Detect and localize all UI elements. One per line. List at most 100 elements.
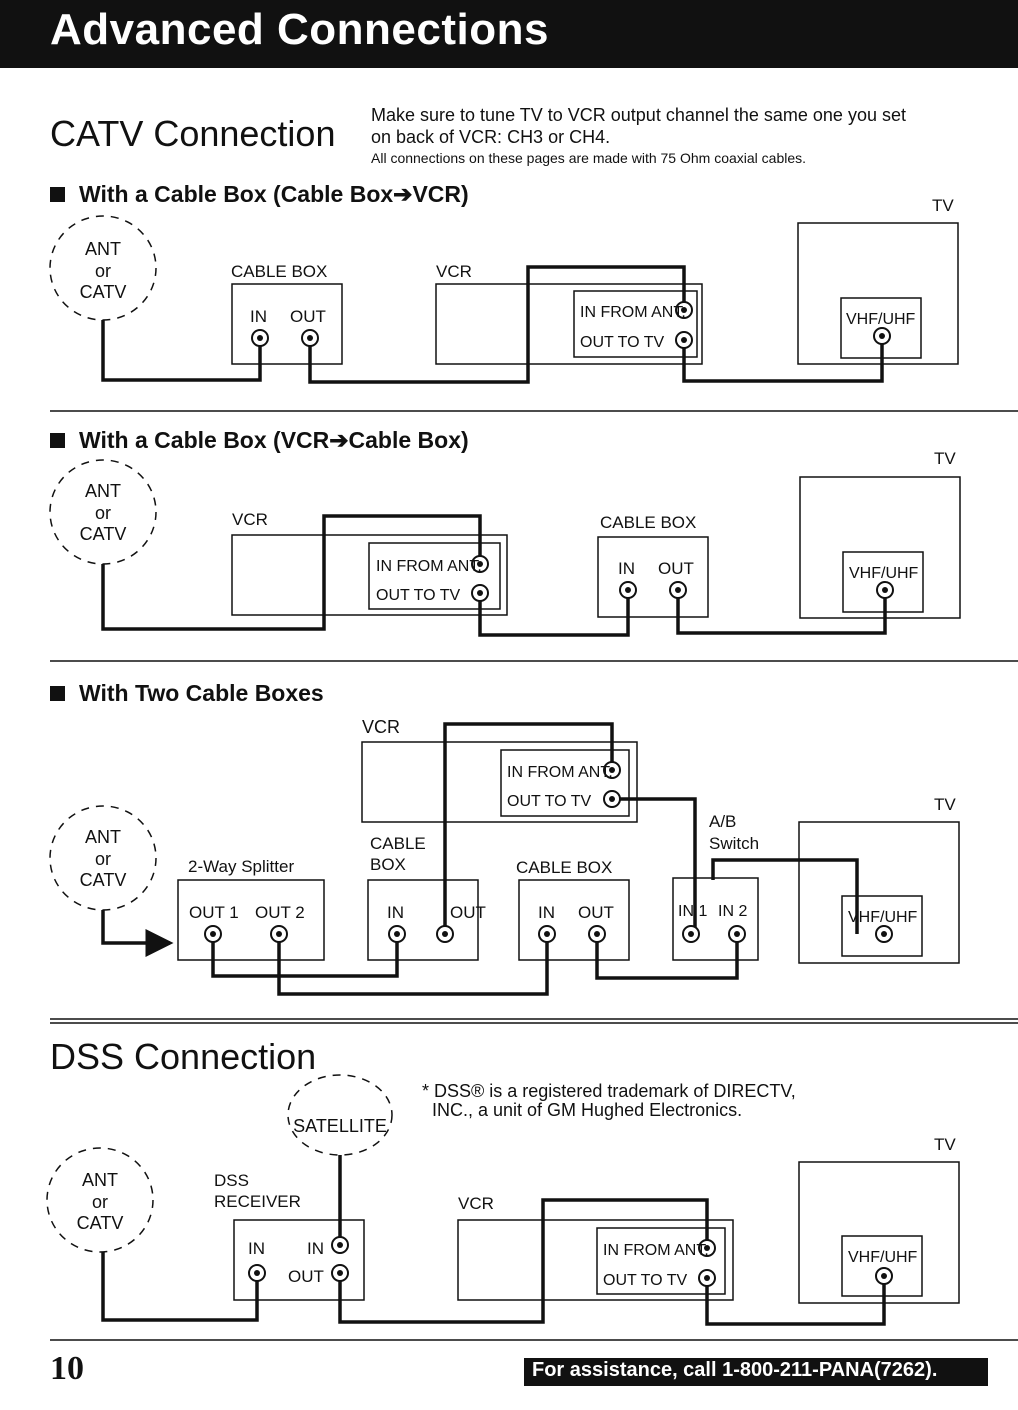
two-way-splitter: [177, 879, 325, 961]
vcr-jack-panel: [573, 290, 698, 358]
out1-label: OUT 1: [189, 903, 239, 922]
cable-ant-to-splitter: [101, 910, 174, 957]
section-vcr-to-cablebox-label: With a Cable Box (VCR➔Cable Box): [79, 427, 469, 453]
in-label: IN: [618, 559, 635, 578]
vhf-uhf-label: VHF/UHF: [849, 565, 919, 582]
cable-cablebox-out-to-vcr-in: [308, 265, 686, 384]
box-label: BOX: [370, 855, 406, 874]
in-from-ant-label: IN FROM ANT.: [376, 558, 482, 575]
or-label: or: [95, 503, 111, 523]
out-label: OUT: [658, 559, 694, 578]
cable-cablebox-out-to-switch-in2: [595, 934, 739, 980]
ab-switch: [672, 877, 759, 961]
catv-note-line2: on back of VCR: CH3 or CH4.: [371, 127, 611, 147]
cable-cablebox-out-to-vcr-in: [443, 722, 614, 934]
in-from-ant-label: IN FROM ANT.: [603, 1242, 709, 1259]
tv-label: TV: [934, 795, 956, 814]
vcr-label: VCR: [362, 717, 400, 737]
or-label: or: [92, 1192, 108, 1212]
cable-splitter-out2-to-cablebox: [277, 934, 549, 996]
out-label: OUT: [450, 903, 486, 922]
vcr: [457, 1219, 734, 1301]
dss-receiver: [233, 1219, 365, 1301]
assistance-text: For assistance, call 1-800-211-PANA(7262…: [532, 1359, 938, 1381]
tv-label: TV: [934, 449, 956, 468]
dss-connection-title: DSS Connection: [50, 1036, 317, 1077]
in-label: IN: [250, 307, 267, 326]
out-to-tv-label: OUT TO TV: [580, 334, 665, 351]
in1-label: IN 1: [678, 903, 707, 920]
in-label: IN: [387, 903, 404, 922]
catv-note-line1: Make sure to tune TV to VCR output chann…: [371, 105, 906, 125]
vcr: [435, 283, 703, 365]
out-to-tv-label: OUT TO TV: [376, 587, 461, 604]
cable-box-label: CABLE BOX: [231, 262, 327, 281]
vhf-uhf-label: VHF/UHF: [846, 311, 916, 328]
ant-label: ANT: [82, 1170, 118, 1190]
or-label: or: [95, 849, 111, 869]
vcr-jack-panel: [596, 1227, 726, 1295]
square-bullet-icon: [50, 187, 65, 202]
cable-vcr-out-to-switch-in1: [612, 797, 697, 934]
catv-label: CATV: [80, 524, 127, 544]
page-number: 10: [50, 1350, 84, 1387]
vcr-jack-panel: [500, 749, 630, 817]
page-title: Advanced Connections: [50, 5, 549, 54]
cable-vcr-out-to-tv: [682, 336, 884, 383]
catv-connection-title: CATV Connection: [50, 113, 336, 154]
in-label: IN: [248, 1239, 265, 1258]
out-label: OUT: [288, 1267, 324, 1286]
ant-label: ANT: [85, 481, 121, 501]
cable-box: [518, 879, 630, 961]
dss-trademark-line2: INC., a unit of GM Hughed Electronics.: [432, 1100, 743, 1120]
section-vcr-to-cablebox: With a Cable Box (VCR➔Cable Box): [50, 427, 469, 454]
cable-dss-out-to-vcr-in: [338, 1198, 709, 1324]
ant-catv-source: [46, 1147, 154, 1253]
assistance-banner: [524, 1358, 988, 1386]
out-label: OUT: [290, 307, 326, 326]
tv: [797, 222, 959, 365]
catv-label: CATV: [80, 870, 127, 890]
tv-label: TV: [932, 196, 954, 215]
cable-vcr-out-to-tv: [705, 1276, 886, 1326]
cable-box-label: CABLE BOX: [600, 513, 696, 532]
cable-splitter-out1-to-cablebox: [211, 934, 399, 978]
vhf-uhf-label: VHF/UHF: [848, 909, 918, 926]
receiver-label: RECEIVER: [214, 1192, 301, 1211]
cable-ant-to-vcr-in: [101, 514, 482, 631]
cable-switch-to-tv: [711, 858, 859, 934]
cable-box: [597, 536, 709, 618]
in-label: IN: [538, 903, 555, 922]
cable-label: CABLE: [370, 834, 426, 853]
ant-label: ANT: [85, 239, 121, 259]
vcr: [231, 534, 508, 616]
out-to-tv-label: OUT TO TV: [507, 793, 592, 810]
dss-trademark-line1: * DSS® is a registered trademark of DIRE…: [422, 1081, 796, 1101]
section-cablebox-to-vcr-label: With a Cable Box (Cable Box➔VCR): [79, 181, 469, 207]
satellite-source: [287, 1074, 393, 1156]
section-cablebox-to-vcr: With a Cable Box (Cable Box➔VCR): [50, 181, 469, 208]
catv-label: CATV: [80, 282, 127, 302]
jack-connectors: [204, 301, 894, 1287]
out-label: OUT: [578, 903, 614, 922]
tv-jack-panel: [841, 1235, 923, 1297]
tv: [798, 1161, 960, 1304]
in-from-ant-label: IN FROM ANT.: [507, 764, 613, 781]
tv-jack-panel: [841, 895, 923, 957]
section-two-cable-boxes-label: With Two Cable Boxes: [79, 680, 324, 706]
cable-box: [231, 283, 343, 365]
in-label: IN: [307, 1239, 324, 1258]
splitter-label: 2-Way Splitter: [188, 857, 294, 876]
cable-box-label: CABLE BOX: [516, 858, 612, 877]
square-bullet-icon: [50, 686, 65, 701]
dss-label: DSS: [214, 1171, 249, 1190]
vhf-uhf-label: VHF/UHF: [848, 1249, 918, 1266]
switch-label: Switch: [709, 834, 759, 853]
square-bullet-icon: [50, 433, 65, 448]
out2-label: OUT 2: [255, 903, 305, 922]
satellite-label: SATELLITE: [293, 1116, 387, 1136]
or-label: or: [95, 261, 111, 281]
tv: [798, 821, 960, 964]
cable-ant-to-cablebox-in: [101, 320, 262, 382]
